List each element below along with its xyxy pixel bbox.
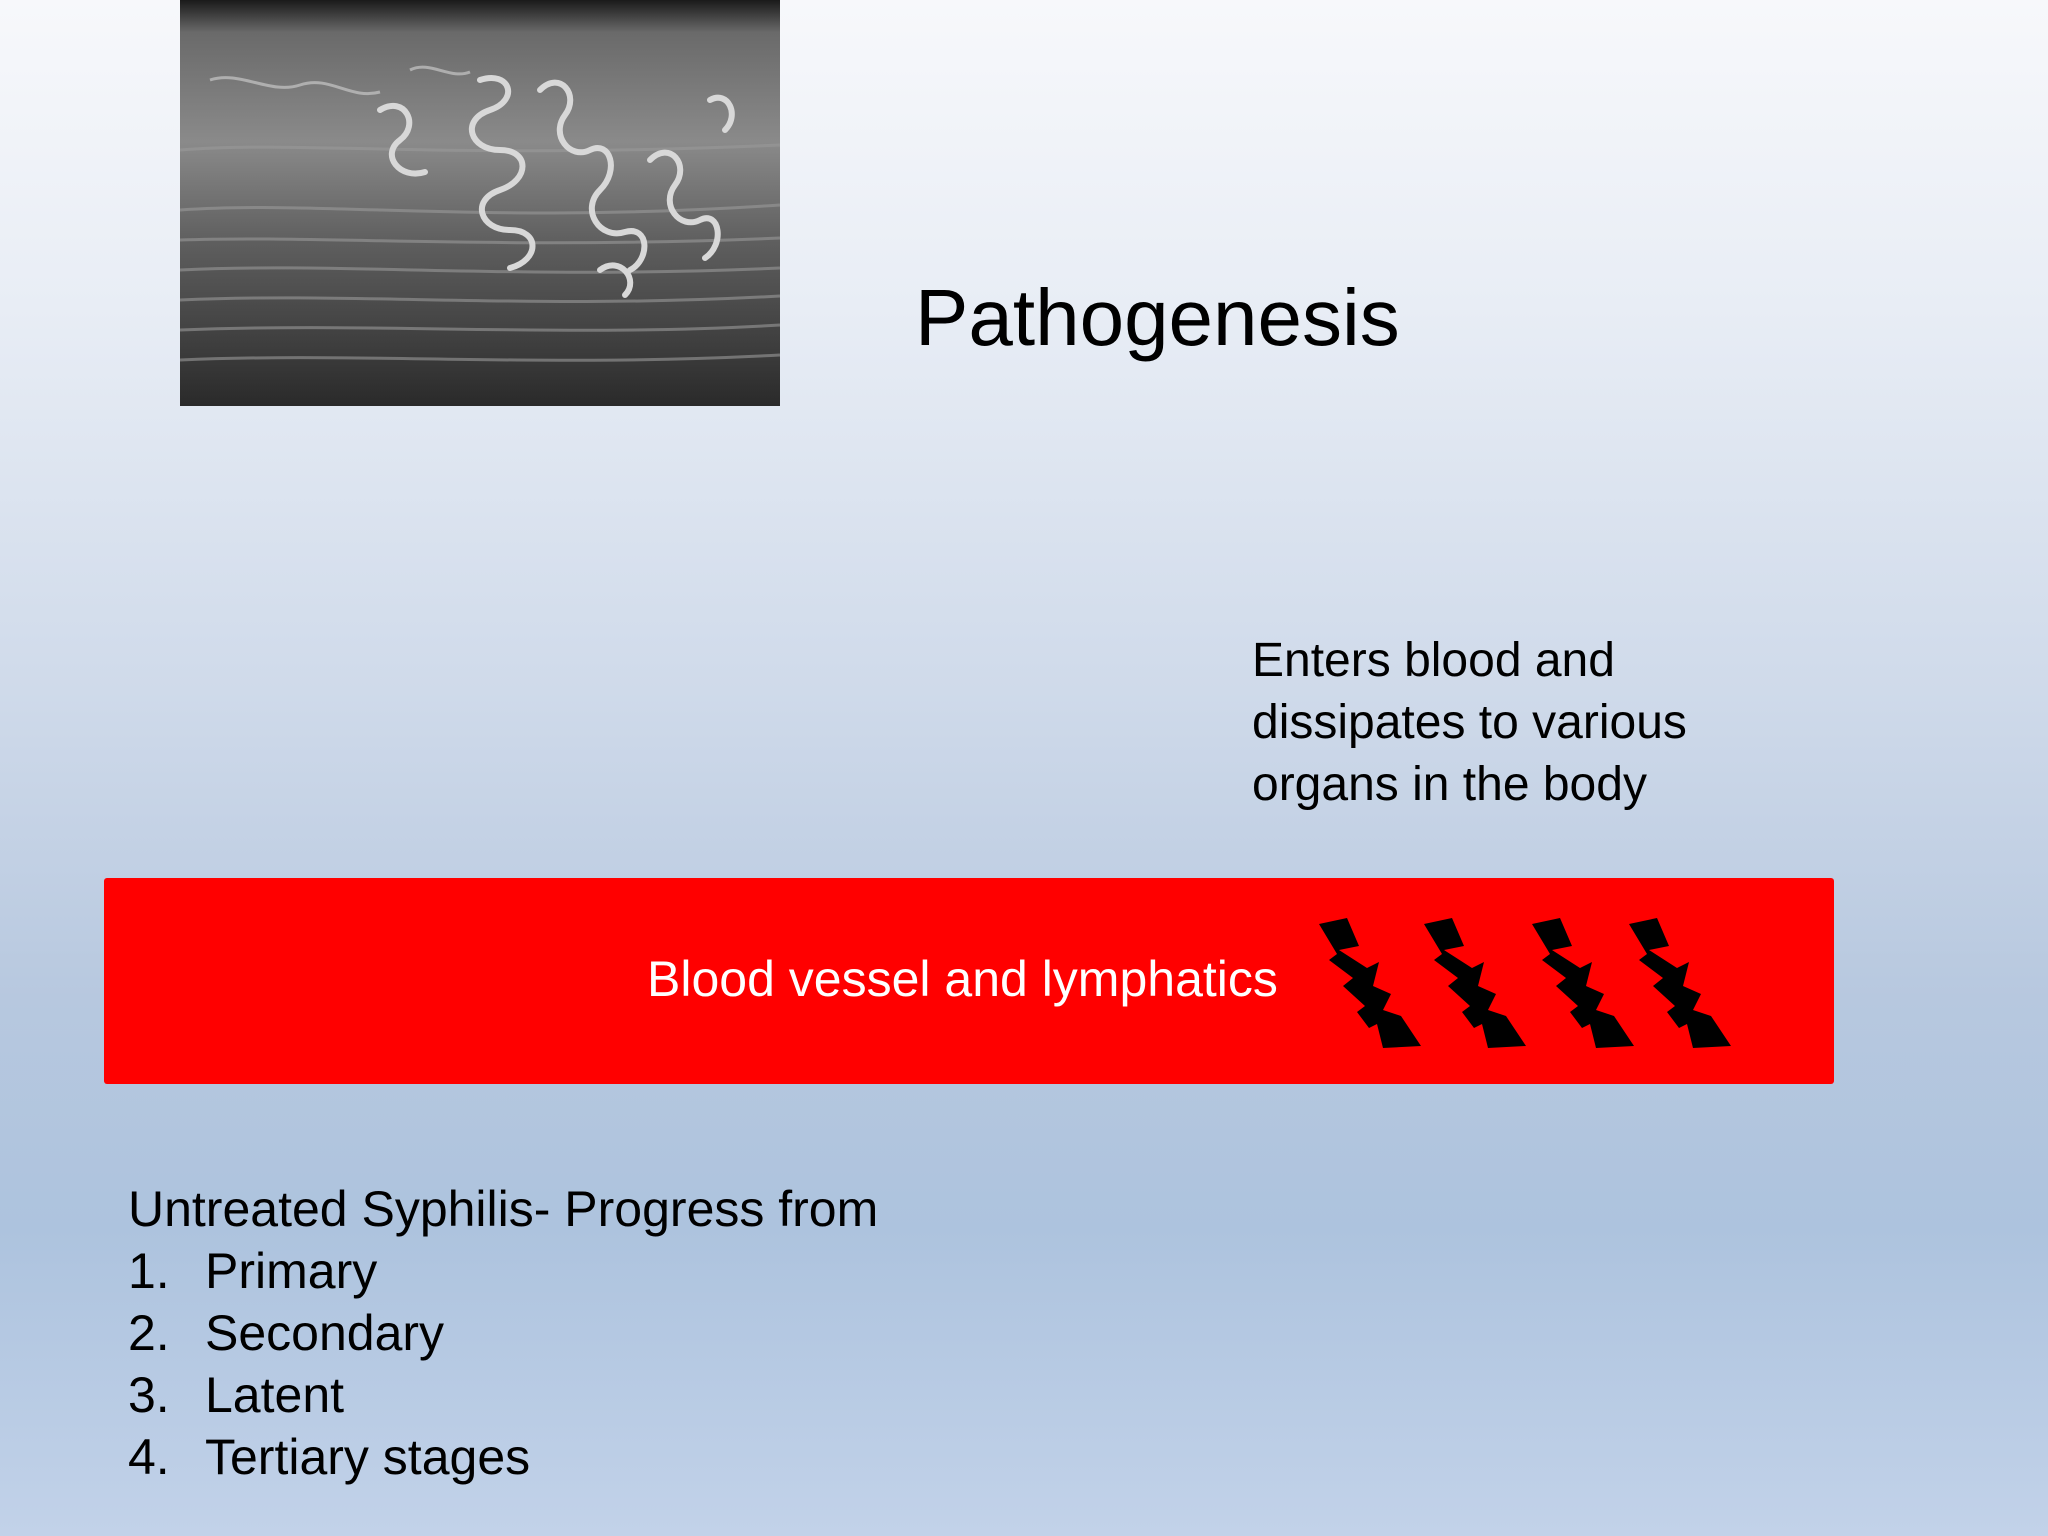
vessel-label: Blood vessel and lymphatics	[647, 951, 1278, 1007]
list-number: 4.	[128, 1429, 170, 1485]
spirochete-icon	[1619, 916, 1739, 1056]
spirochete-icon	[1522, 916, 1642, 1056]
list-number: 2.	[128, 1305, 170, 1361]
spirochete-icon	[1309, 916, 1429, 1056]
stages-list: 1. Primary 2. Secondary 3. Latent 4. Ter…	[128, 1240, 1028, 1488]
list-label: Latent	[205, 1367, 345, 1423]
list-number: 3.	[128, 1367, 170, 1423]
list-label: Primary	[205, 1243, 378, 1299]
spirochete-micrograph-image	[180, 0, 780, 406]
blood-vessel-band: Blood vessel and lymphatics	[104, 878, 1834, 1084]
list-item: 4. Tertiary stages	[128, 1426, 1028, 1488]
stages-heading: Untreated Syphilis- Progress from	[128, 1181, 879, 1237]
list-item: 3. Latent	[128, 1364, 1028, 1426]
list-number: 1.	[128, 1243, 170, 1299]
list-item: 2. Secondary	[128, 1302, 1028, 1364]
note-line-2: dissipates to various	[1252, 696, 1687, 749]
spirochete-icon	[1414, 916, 1534, 1056]
dissemination-note: Enters blood and dissipates to various o…	[1252, 630, 1812, 816]
note-line-3: organs in the body	[1252, 758, 1647, 811]
slide-title: Pathogenesis	[915, 273, 1400, 362]
list-label: Tertiary stages	[205, 1429, 531, 1485]
list-label: Secondary	[205, 1305, 445, 1361]
list-item: 1. Primary	[128, 1240, 1028, 1302]
note-line-1: Enters blood and	[1252, 634, 1615, 687]
syphilis-stages: Untreated Syphilis- Progress from 1. Pri…	[128, 1178, 1028, 1488]
